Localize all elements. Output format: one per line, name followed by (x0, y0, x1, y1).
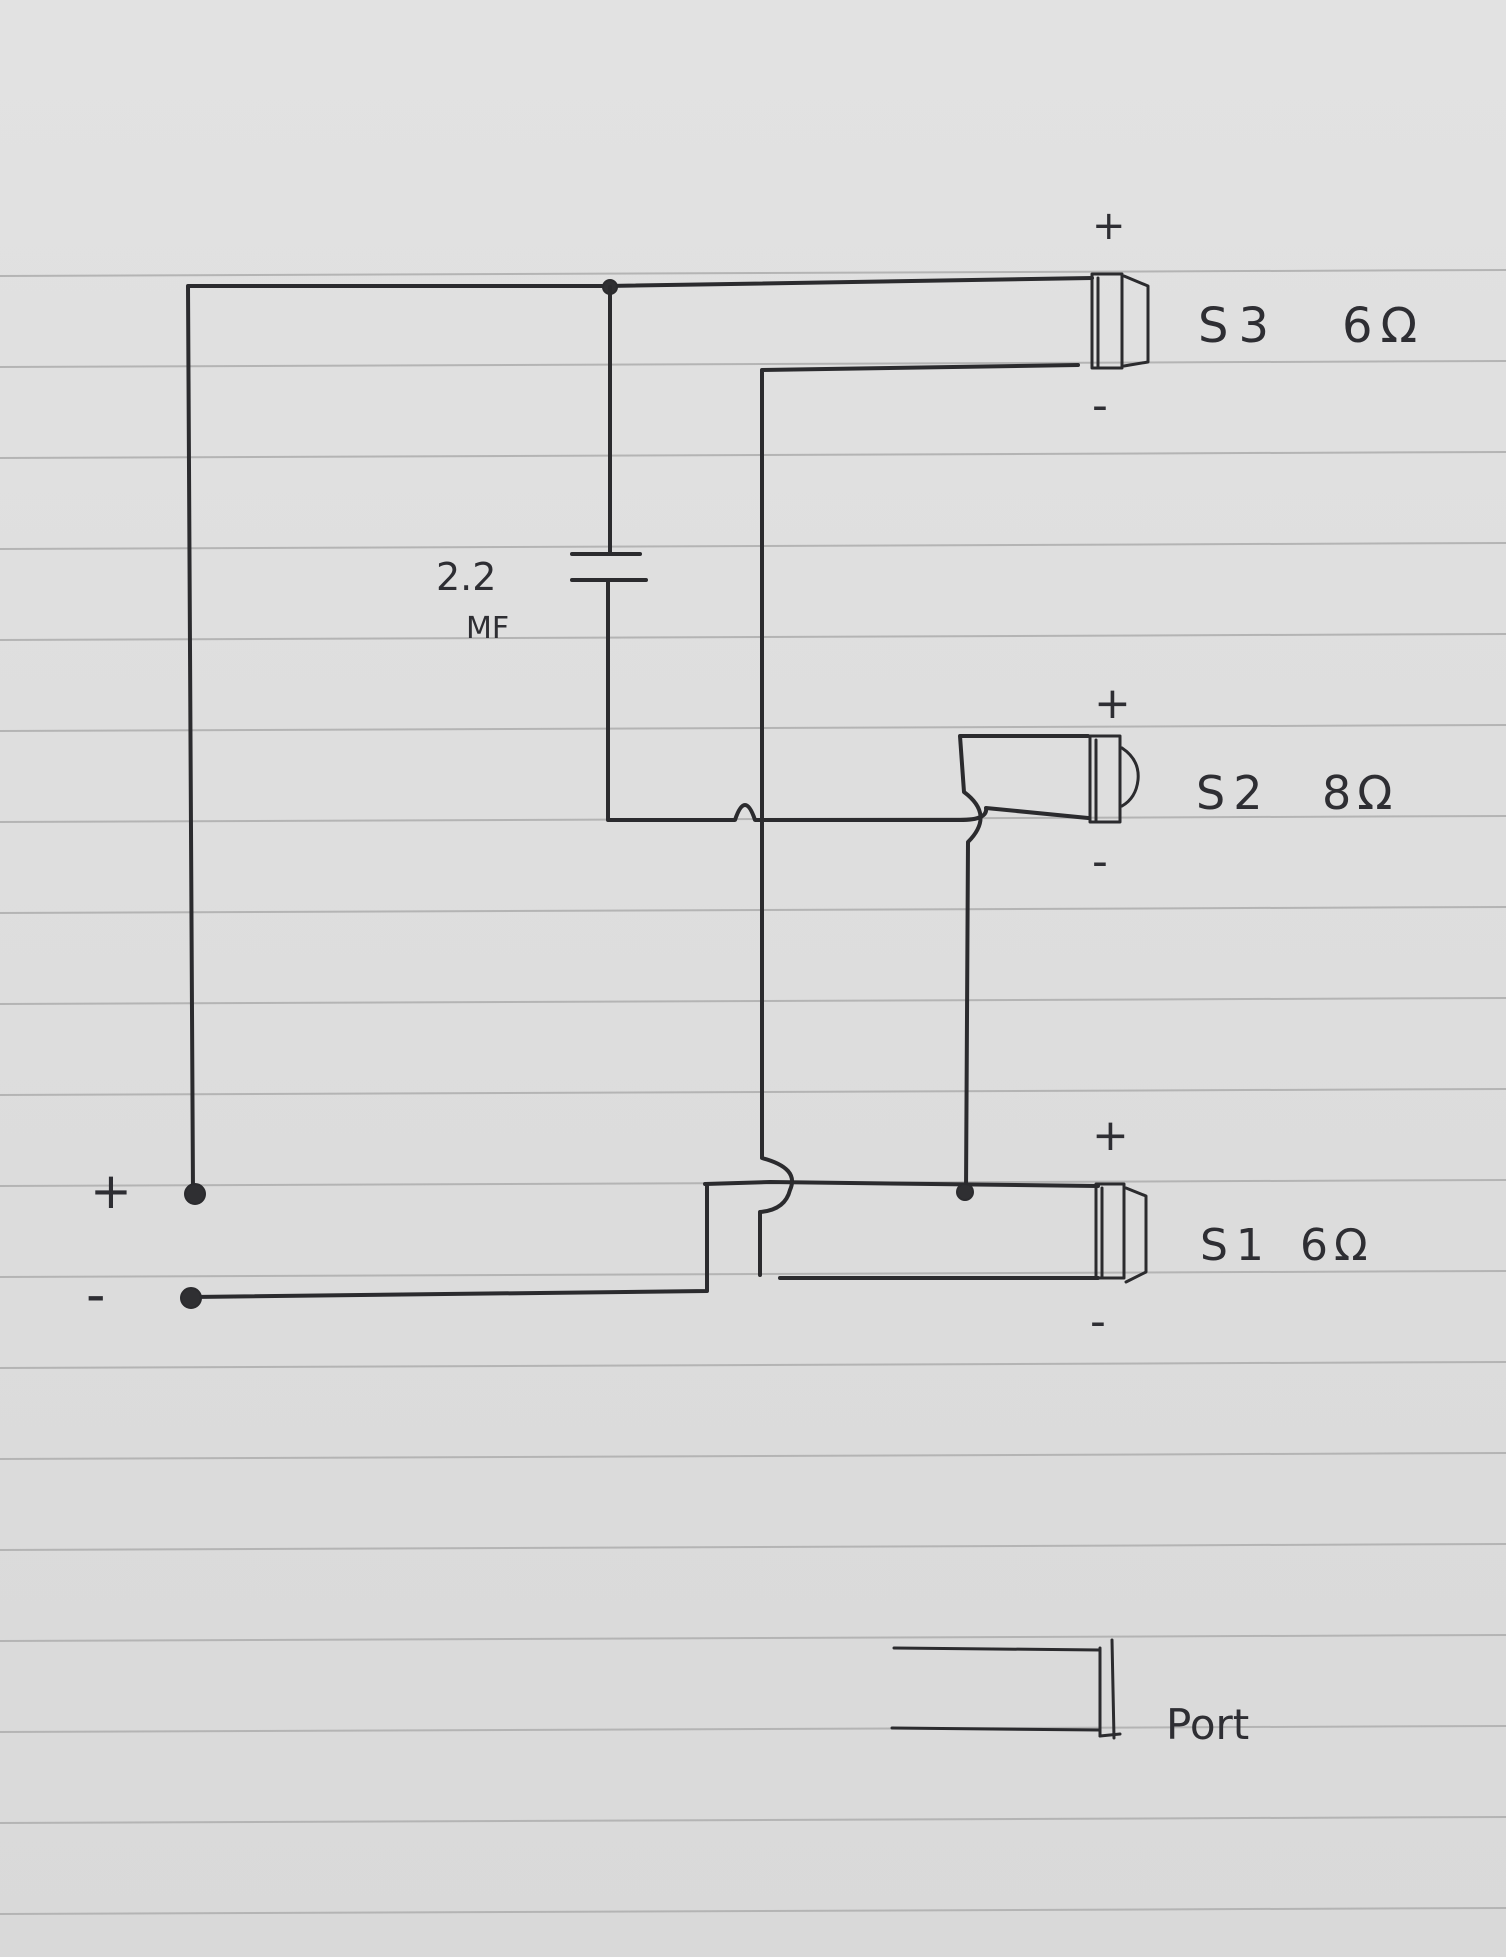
port-symbol (890, 1638, 1122, 1740)
capacitor-unit-label: MF (466, 611, 510, 646)
port-label: Port (1166, 1700, 1250, 1749)
s3-minus-label: - (1092, 380, 1108, 431)
wire-s2-plus-loop (958, 734, 1090, 1194)
s1-name-label: S1 (1200, 1220, 1272, 1271)
terminal-dot-negative (180, 1287, 202, 1309)
s1-minus-label: - (1090, 1296, 1106, 1347)
s2-minus-label: - (1092, 836, 1108, 887)
wire-s1-plus-rail (703, 1180, 1100, 1188)
wire-s3-minus-return (758, 363, 1080, 1277)
wire-negative-rail (191, 1184, 709, 1299)
speaker-s3-symbol (1090, 272, 1150, 370)
s3-impedance-label: 6Ω (1342, 298, 1426, 354)
capacitor-value-label: 2.2 (436, 555, 497, 599)
speaker-s1-symbol (1094, 1182, 1148, 1284)
s2-impedance-label: 8Ω (1322, 766, 1399, 820)
capacitor-symbol (570, 552, 648, 582)
speaker-s2-symbol (1088, 734, 1140, 824)
s1-impedance-label: 6Ω (1300, 1220, 1374, 1271)
s1-plus-label: + (1092, 1110, 1129, 1161)
terminal-dot-positive (184, 1183, 206, 1205)
s2-plus-label: + (1094, 678, 1131, 729)
s3-plus-label: + (1092, 203, 1126, 249)
wire-capacitor-to-s2 (606, 580, 1090, 822)
wire-positive-rail (186, 276, 1094, 1195)
junction-dot-s1 (956, 1183, 974, 1201)
s3-name-label: S3 (1198, 298, 1280, 354)
terminal-plus-label: + (90, 1162, 132, 1220)
terminal-minus-label: - (86, 1263, 106, 1326)
s2-name-label: S2 (1196, 766, 1271, 820)
